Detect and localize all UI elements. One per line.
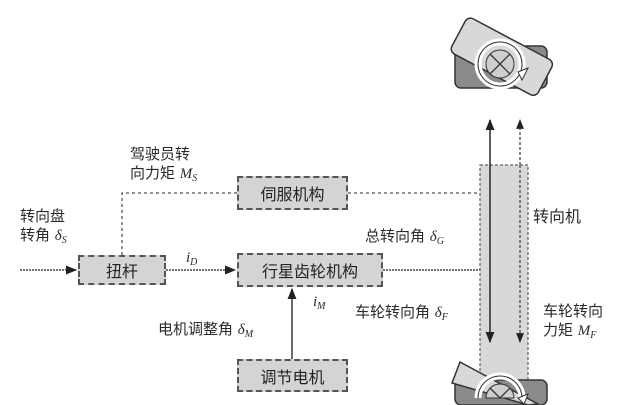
wheel-torque-line1: 车轮转向	[543, 302, 604, 320]
wheel-angle-text: 车轮转向角	[355, 303, 431, 321]
adjust-motor-label: 调节电机	[260, 367, 325, 387]
servo-label: 伺服机构	[260, 185, 325, 204]
driver-torque-text: 向力矩	[130, 164, 176, 182]
total-angle-text: 总转向角	[365, 227, 426, 245]
wheel-torque-symbol: M	[577, 323, 591, 339]
torsion-bar-label: 扭杆	[105, 262, 138, 281]
i-m-symbol: i	[313, 294, 318, 310]
i-m-label: iM	[313, 292, 326, 316]
planetary-gear-block: 行星齿轮机构	[237, 253, 383, 287]
top-wheel-icon	[450, 17, 554, 97]
total-angle-label: 总转向角 δG	[365, 227, 444, 251]
servo-block: 伺服机构	[237, 176, 348, 210]
steering-wheel-angle-line1: 转向盘	[20, 207, 66, 225]
wheel-angle-symbol: δ	[434, 305, 442, 321]
wheel-angle-sub: F	[441, 312, 448, 323]
delta-symbol: δ	[54, 228, 62, 244]
motor-angle-sub: M	[244, 329, 254, 340]
adjust-motor-block: 调节电机	[237, 359, 348, 392]
delta-sub: S	[61, 235, 67, 246]
driver-torque-path	[121, 192, 237, 255]
wheel-torque-line2: 力矩 MF	[543, 321, 603, 345]
driver-torque-line2: 向力矩 MS	[130, 164, 197, 188]
wheel-torque-text: 力矩	[543, 321, 574, 339]
wheel-torque-label: 车轮转向 力矩 MF	[543, 302, 603, 345]
steering-wheel-angle-line2: 转角 δS	[20, 226, 67, 250]
planetary-gear-label: 行星齿轮机构	[261, 262, 358, 281]
steering-gear-label: 转向机	[533, 207, 582, 226]
driver-torque-line1: 驾驶员转	[130, 145, 191, 163]
motor-angle-text: 电机调整角	[158, 320, 234, 338]
driver-torque-label: 驾驶员转 向力矩 MS	[130, 145, 197, 188]
steering-wheel-angle-text: 转角	[20, 226, 51, 244]
torque-sub: S	[192, 173, 198, 184]
motor-angle-symbol: δ	[237, 322, 245, 338]
steering-wheel-angle-label: 转向盘 转角 δS	[20, 207, 67, 250]
i-d-label: iD	[186, 248, 197, 272]
i-m-sub: M	[317, 301, 326, 312]
steering-gear-block	[479, 164, 529, 386]
torsion-bar-block: 扭杆	[78, 255, 166, 285]
wheel-angle-label: 车轮转向角 δF	[355, 303, 448, 327]
torque-symbol: M	[179, 166, 193, 182]
total-angle-symbol: δ	[429, 229, 437, 245]
i-d-sub: D	[190, 257, 198, 268]
total-angle-sub: G	[436, 236, 445, 247]
i-d-symbol: i	[186, 250, 191, 266]
motor-angle-label: 电机调整角 δM	[158, 320, 253, 344]
bottom-wheel-icon	[451, 361, 548, 405]
wheel-torque-sub: F	[590, 330, 597, 341]
